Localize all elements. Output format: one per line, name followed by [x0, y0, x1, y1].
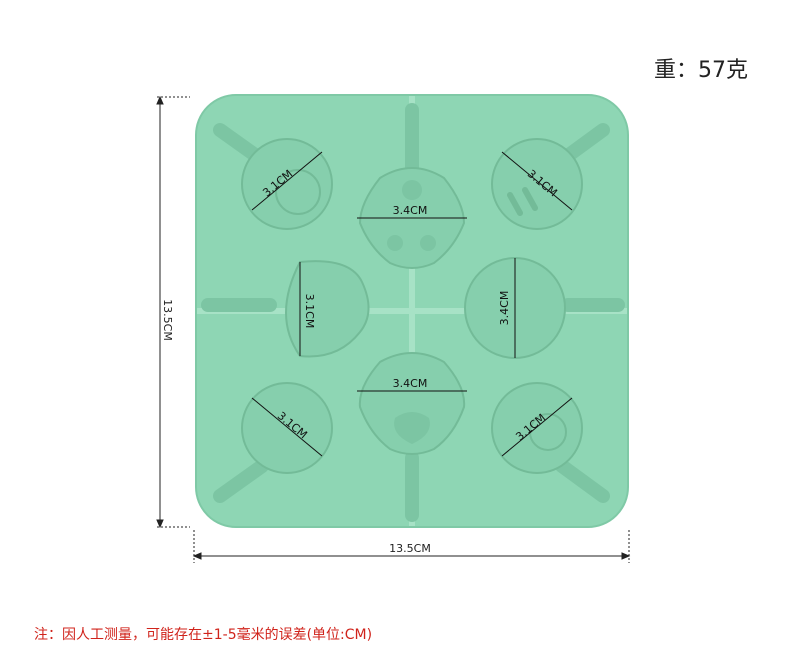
cavity-paw-top: 3.4CM [357, 167, 467, 269]
svg-text:3.4CM: 3.4CM [393, 204, 428, 217]
cavity-paw-bottom: 3.4CM [357, 352, 467, 455]
height-dimension [156, 95, 190, 529]
cavity-top-right: 3.1CM [491, 138, 583, 230]
svg-text:3.4CM: 3.4CM [393, 377, 428, 390]
cavity-middle-right: 3.4CM [464, 257, 566, 359]
svg-text:3.1CM: 3.1CM [303, 294, 316, 329]
cavity-top-left: 3.1CM [241, 138, 333, 230]
svg-text:3.4CM: 3.4CM [498, 291, 511, 326]
measurement-note: 注：因人工测量，可能存在±1-5毫米的误差(单位:CM) [34, 627, 373, 643]
width-label: 13.5CM [389, 542, 431, 555]
cavity-middle-left: 3.1CM [285, 260, 370, 358]
width-dimension [192, 530, 631, 563]
height-label: 13.5CM [161, 299, 174, 341]
cavity-bottom-right: 3.1CM [491, 382, 583, 474]
cavity-bottom-left: 3.1CM [241, 382, 333, 474]
weight-label: 重：57克 [654, 58, 748, 83]
